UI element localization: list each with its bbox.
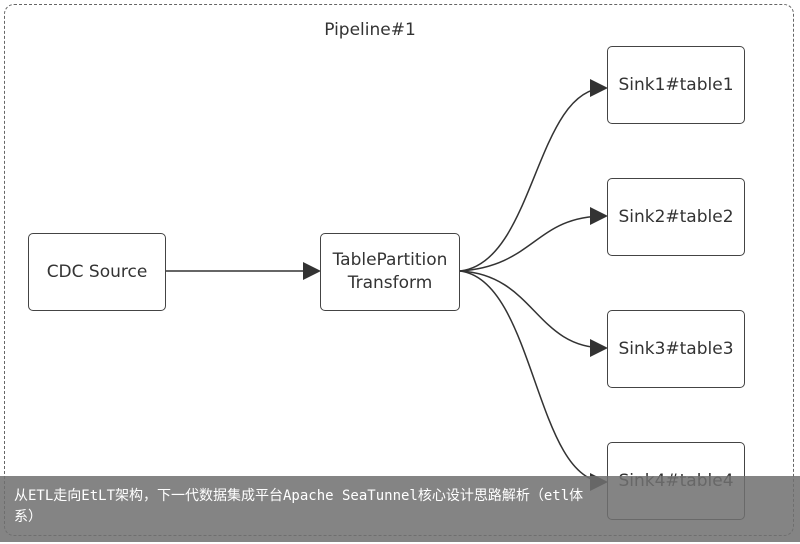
sink3-label: Sink3#table3 — [618, 338, 734, 359]
table-partition-transform-label: TablePartitionTransform — [332, 250, 448, 293]
cdc-source-label: CDC Source — [46, 261, 148, 282]
edge-transform-to-sink2 — [459, 207, 608, 272]
sink3-node: Sink3#table3 — [607, 310, 745, 388]
edge-transform-to-sink4 — [459, 270, 608, 491]
pipeline-title: Pipeline#1 — [324, 20, 416, 40]
edge-transform-to-sink3 — [459, 270, 608, 357]
sink2-node: Sink2#table2 — [607, 178, 745, 256]
cdc-source-node: CDC Source — [28, 233, 166, 311]
caption-text: 从ETL走向EtLT架构，下一代数据集成平台Apache SeaTunnel核心… — [14, 488, 584, 525]
sink2-label: Sink2#table2 — [618, 206, 734, 227]
table-partition-transform-node: TablePartitionTransform — [320, 233, 460, 311]
edge-transform-to-sink1 — [459, 79, 608, 272]
sink1-node: Sink1#table1 — [607, 46, 745, 124]
sink1-label: Sink1#table1 — [618, 74, 734, 95]
image-caption: 从ETL走向EtLT架构，下一代数据集成平台Apache SeaTunnel核心… — [0, 476, 800, 542]
